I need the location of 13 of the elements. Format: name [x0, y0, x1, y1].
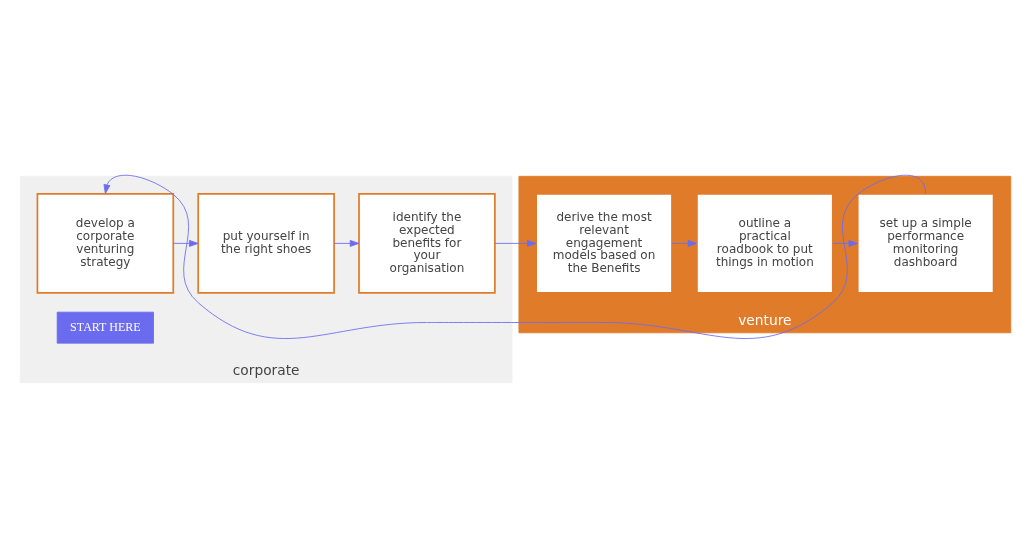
- arrow: [173, 239, 199, 247]
- arrow: [671, 239, 698, 247]
- arrow: [832, 239, 858, 247]
- node-box: develop a corporate venturing strategy: [36, 193, 175, 294]
- arrow: [333, 239, 360, 247]
- node-box: START HERE: [56, 311, 154, 344]
- node-box: set up a simple performance monitoring dashboard: [856, 193, 995, 294]
- arrow: [103, 174, 927, 339]
- node-box: outline a practical roadbook to put things in motion: [696, 193, 834, 294]
- arrow: [494, 239, 537, 247]
- node-box: put yourself in the right shoes: [197, 193, 335, 294]
- node-box: derive the most relevant engagement models based on the Benefits: [535, 193, 673, 294]
- node-box: identify the expected benefits for your organisation: [358, 193, 496, 294]
